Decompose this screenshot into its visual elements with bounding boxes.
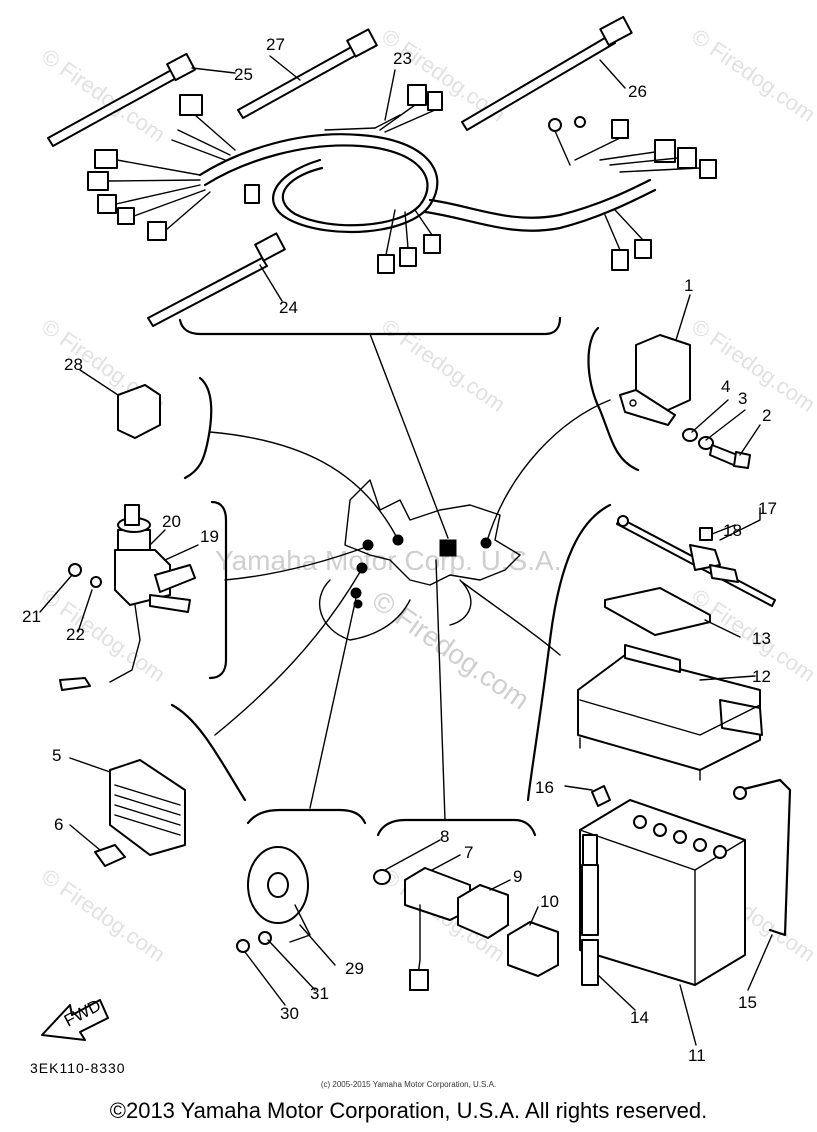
part-labels: 1 2 3 4 5 6 7 8 9 10 11 12 13 14 15 16 1…	[22, 35, 777, 1065]
label-13: 13	[752, 629, 771, 648]
part-12-cover	[577, 644, 763, 781]
part-14-tube	[581, 834, 599, 986]
label-21: 21	[22, 607, 41, 626]
label-12: 12	[752, 667, 771, 686]
label-18: 18	[723, 521, 742, 540]
copyright-footer: ©2013 Yamaha Motor Corporation, U.S.A. A…	[109, 1098, 708, 1123]
label-25: 25	[234, 65, 253, 84]
watermark: © Firedog.com	[687, 314, 817, 417]
label-23: 23	[393, 49, 412, 68]
leader-lines	[209, 333, 611, 821]
label-29: 29	[345, 959, 364, 978]
diagram-code: 3EK110-8330	[30, 1060, 126, 1076]
frame-section	[319, 479, 521, 641]
label-22: 22	[66, 625, 85, 644]
label-8: 8	[440, 827, 449, 846]
part-16-clip	[591, 785, 611, 807]
label-14: 14	[630, 1008, 649, 1027]
parts-7-10	[373, 867, 559, 991]
label-9: 9	[513, 867, 522, 886]
label-20: 20	[162, 512, 181, 531]
watermark: © Firedog.com	[37, 864, 170, 967]
part-11-battery	[579, 799, 746, 986]
small-copyright: (c) 2005-2015 Yamaha Motor Corporation, …	[320, 1080, 497, 1089]
part-1-ignitor	[619, 334, 751, 469]
label-6: 6	[54, 815, 63, 834]
label-27: 27	[266, 35, 285, 54]
label-15: 15	[738, 993, 757, 1012]
watermark: © Firedog.com	[687, 24, 817, 127]
label-4: 4	[721, 377, 730, 396]
part-17-cable	[616, 515, 776, 607]
label-3: 3	[738, 389, 747, 408]
part-15-cable	[738, 778, 792, 937]
part-5-rectifier	[94, 759, 186, 867]
part-28-relay	[117, 384, 161, 439]
label-28: 28	[64, 355, 83, 374]
watermark-center-site: © Firedog.com	[367, 585, 536, 716]
harness-bracket	[178, 316, 562, 336]
label-2: 2	[762, 406, 771, 425]
label-19: 19	[200, 527, 219, 546]
label-26: 26	[628, 82, 647, 101]
watermark-center: Yamaha Motor Corp. U.S.A.	[215, 545, 562, 576]
label-17: 17	[758, 499, 777, 518]
brackets	[170, 326, 640, 837]
part-29-horn	[236, 846, 311, 953]
label-leaders	[39, 55, 773, 1046]
label-5: 5	[52, 746, 61, 765]
label-30: 30	[280, 1004, 299, 1023]
watermark: © Firedog.com	[377, 314, 510, 417]
fwd-arrow: FWD	[41, 996, 109, 1041]
part-19-switch	[59, 504, 196, 691]
label-11: 11	[688, 1046, 706, 1065]
label-10: 10	[540, 892, 559, 911]
label-16: 16	[535, 778, 554, 797]
label-7: 7	[464, 843, 473, 862]
label-24: 24	[279, 298, 298, 317]
label-1: 1	[684, 276, 693, 295]
wire-harness	[87, 84, 717, 274]
label-31: 31	[310, 984, 329, 1003]
watermark: © Firedog.com	[37, 44, 170, 147]
cable-ties	[47, 15, 633, 327]
